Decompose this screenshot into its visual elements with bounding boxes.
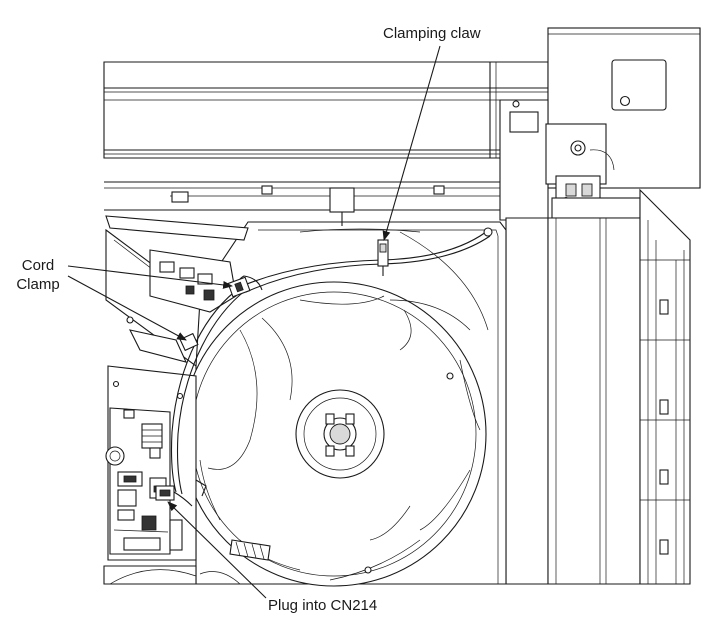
fan-wheel <box>181 281 487 587</box>
label-cord-clamp-line1: Cord <box>21 257 55 274</box>
cord-clamp-upper <box>227 276 251 298</box>
label-plug-cn214: Plug into CN214 <box>268 597 378 614</box>
label-cord-clamp-line2: Clamp <box>16 276 60 293</box>
right-panels <box>505 188 691 585</box>
leader-clamping-claw <box>382 45 441 241</box>
leader-plug <box>167 501 267 599</box>
top-rail <box>103 61 549 211</box>
control-pcb <box>105 365 197 561</box>
right-mechanism <box>499 99 641 221</box>
cn214-plug <box>155 485 193 507</box>
label-cord-clamp: Cord Clamp <box>10 256 66 294</box>
wheel-fitting <box>195 479 271 561</box>
label-clamping-claw: Clamping claw <box>383 25 481 42</box>
leader-cord-clamp <box>67 265 233 341</box>
bottom-duct <box>103 565 241 585</box>
